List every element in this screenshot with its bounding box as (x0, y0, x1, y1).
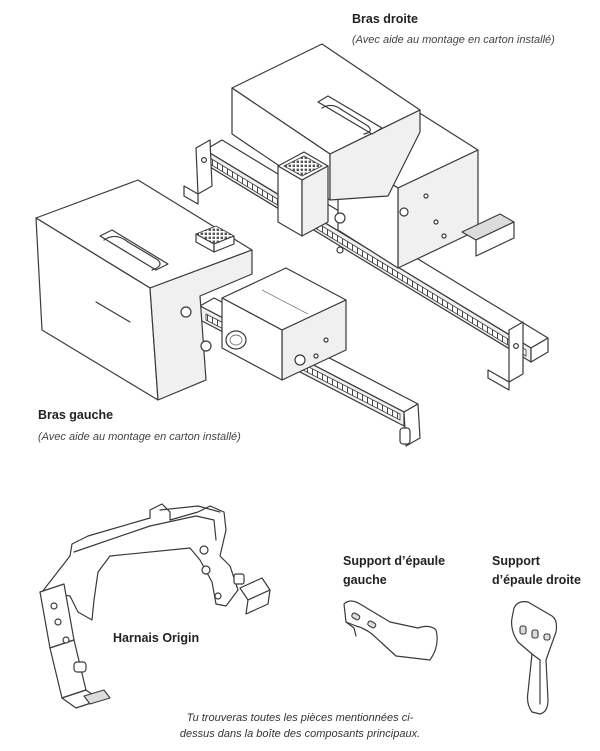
right-arm-note: (Avec aide au montage en carton installé… (352, 34, 555, 46)
left-arm-note: (Avec aide au montage en carton installé… (38, 431, 241, 443)
right-shoulder-mount-title-line2: d’épaule droite (492, 573, 581, 587)
left-shoulder-mount-title-line2: gauche (343, 573, 387, 587)
right-arm-illustration (183, 43, 549, 391)
harness-illustration (39, 503, 271, 709)
right-arm-title: Bras droite (352, 12, 418, 26)
left-shoulder-mount-illustration (343, 600, 438, 661)
footer-caption-line1: Tu trouveras toutes les pièces mentionné… (186, 712, 414, 724)
harness-title: Harnais Origin (113, 631, 200, 645)
footer-caption: Tu trouveras toutes les pièces mentionné… (150, 711, 450, 743)
left-shoulder-mount-title-line1: Support d’épaule (343, 554, 446, 568)
footer-caption-line2: dessus dans la boîte des composants prin… (179, 727, 421, 740)
right-shoulder-mount-title: Support d’épaule droite (492, 552, 581, 590)
right-shoulder-mount-illustration (511, 601, 558, 715)
left-shoulder-mount-title: Support d’épaule gauche (343, 552, 445, 590)
right-shoulder-mount-title-line1: Support (492, 554, 540, 568)
left-arm-title: Bras gauche (38, 408, 114, 422)
left-arm-illustration (35, 179, 421, 447)
